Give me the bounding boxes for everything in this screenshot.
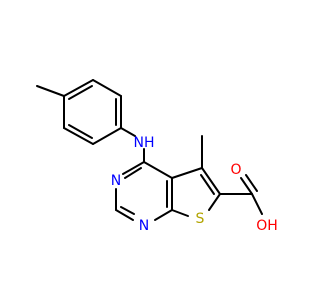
atom-label-s: S xyxy=(196,211,205,227)
bond-c6-s xyxy=(208,193,221,211)
bond-methyl-tolyl xyxy=(36,85,65,97)
bond-n1-c7a xyxy=(154,209,173,221)
bonds xyxy=(36,79,263,221)
bond-benzene-5 xyxy=(63,127,94,145)
bond-c4a-c4 xyxy=(143,161,173,179)
bond-benzene-2 xyxy=(92,79,122,97)
bond-benzene-4 xyxy=(92,127,122,145)
bond-c5-c6-inner xyxy=(200,174,215,195)
atom-labels: NH N N S O OH xyxy=(111,135,278,234)
bond-carbonyl-1 xyxy=(240,177,253,195)
bond-aryl-nh xyxy=(120,127,136,137)
atom-label-n1: N xyxy=(139,218,149,234)
bond-c4-n3-inner xyxy=(124,167,142,179)
bond-c4a-c5 xyxy=(171,167,203,179)
atom-label-hydroxyl: OH xyxy=(256,218,278,234)
bond-s-c7a xyxy=(171,209,189,217)
bond-c2-n1-inner xyxy=(120,206,135,215)
molecule-structure: NH N N S O OH xyxy=(36,79,278,234)
bond-c-oh xyxy=(251,193,263,215)
atom-label-n3: N xyxy=(111,173,121,189)
bond-benzene-1 xyxy=(63,79,94,97)
bond-c2-n1 xyxy=(115,209,134,221)
bond-c4-n3 xyxy=(122,161,145,175)
bond-carbonyl-2 xyxy=(245,174,258,192)
atom-label-nh: NH xyxy=(134,135,155,151)
bond-benzene-1-inner xyxy=(68,85,93,100)
atom-label-carbonyl-oxygen: O xyxy=(230,162,241,178)
bond-benzene-5-inner xyxy=(68,124,93,139)
bond-c5-c6 xyxy=(201,167,221,195)
